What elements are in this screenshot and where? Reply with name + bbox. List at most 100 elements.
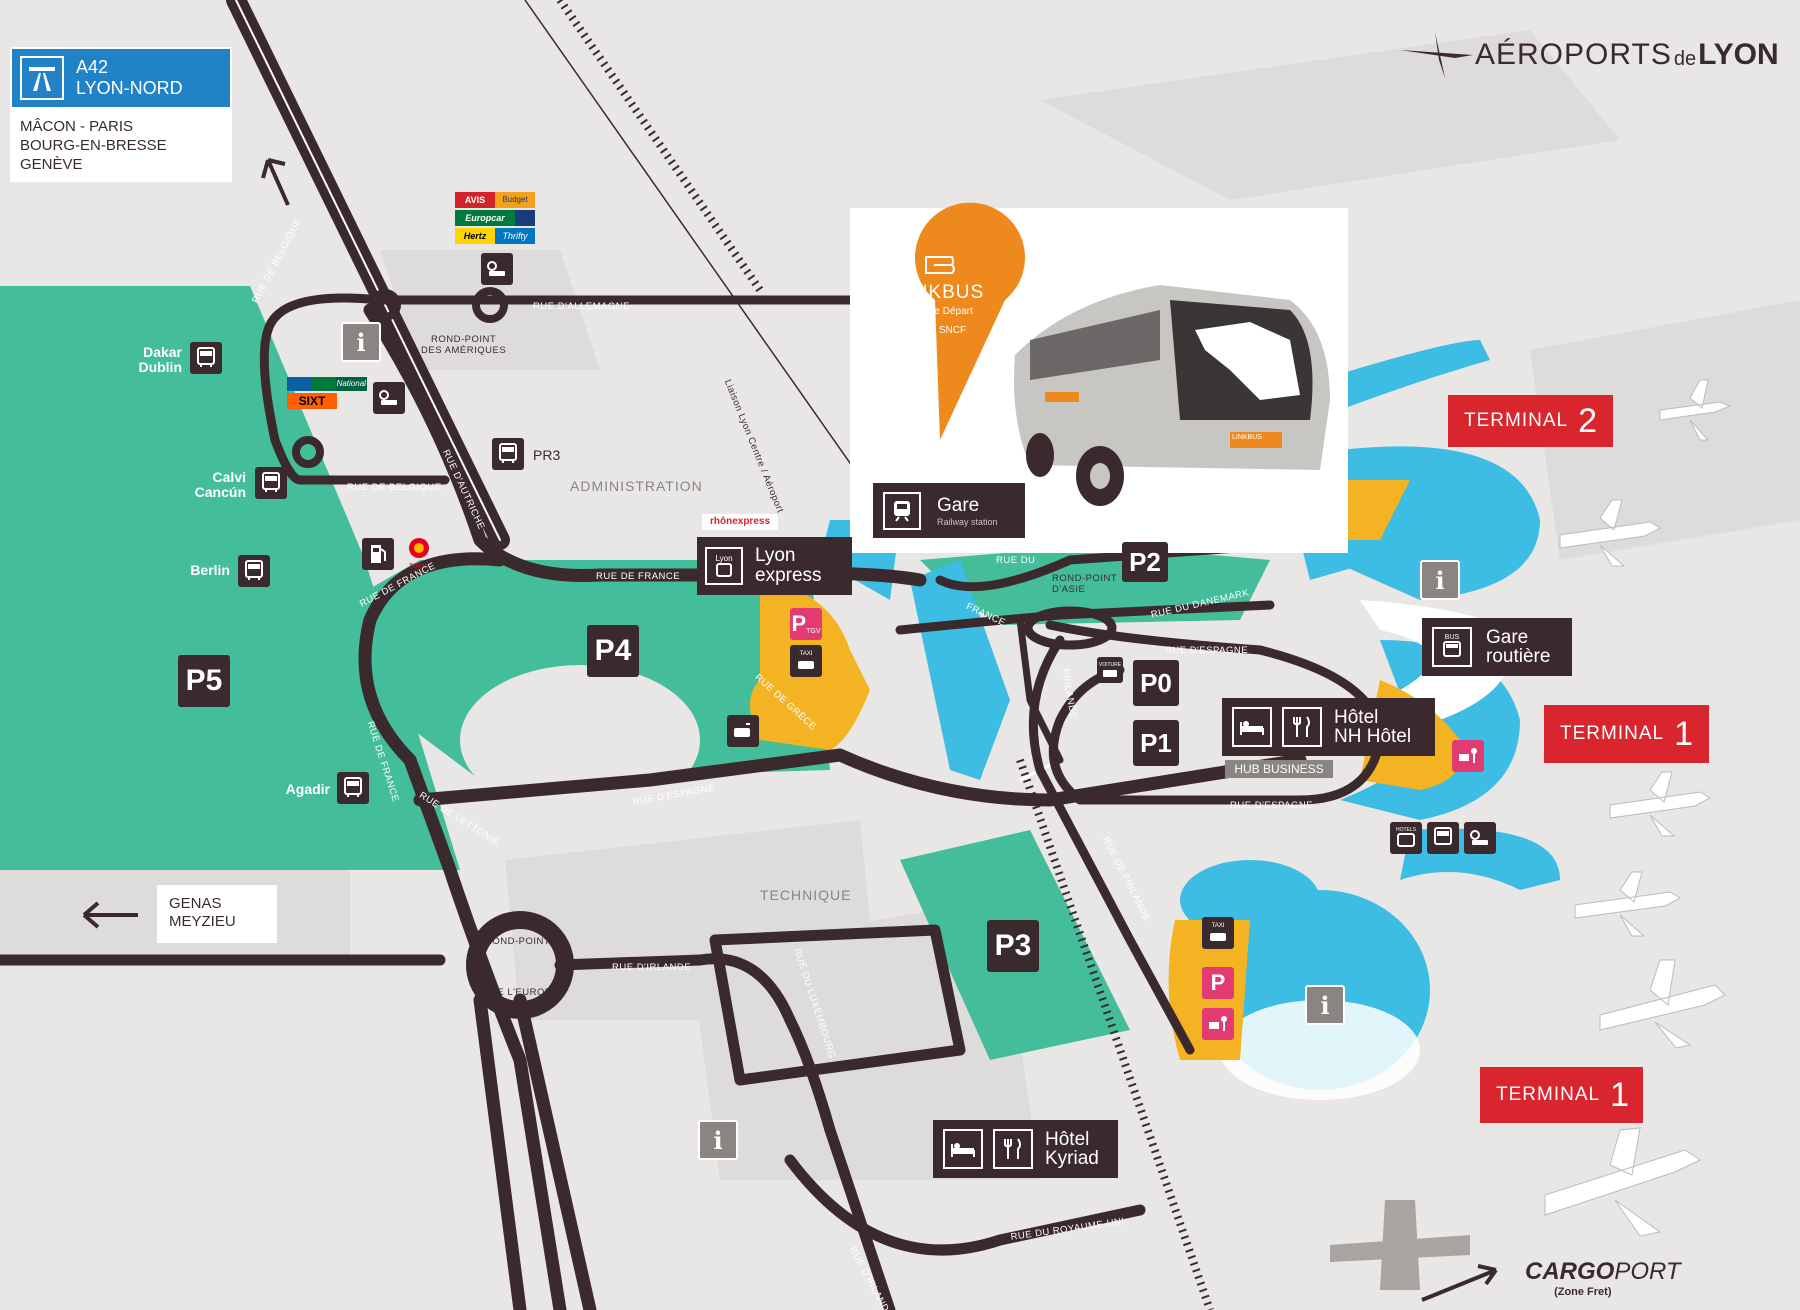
taxi-label: TAXI bbox=[1211, 923, 1225, 929]
bus-icon[interactable] bbox=[337, 772, 369, 804]
linkbus-brand: LINKBUS bbox=[895, 282, 985, 303]
national-logo: National bbox=[335, 377, 368, 391]
voiture-label: VOITURE bbox=[1098, 662, 1122, 668]
cargoport-label: CARGOPORT (Zone Fret) bbox=[1525, 1258, 1681, 1298]
airport-logo-icon bbox=[1400, 32, 1473, 78]
car-key-icon[interactable] bbox=[373, 382, 405, 414]
bus-stop-label: Dakar Dublin bbox=[138, 344, 182, 375]
bus-icon[interactable] bbox=[190, 342, 222, 374]
tram-icon: Lyon bbox=[705, 547, 743, 585]
bus-icon[interactable] bbox=[255, 467, 287, 499]
bus-stop-label: Agadir bbox=[285, 781, 330, 797]
hotel-kyriad-callout[interactable]: Hôtel Kyriad bbox=[933, 1120, 1118, 1178]
brand-logo: AÉROPORTS de LYON bbox=[1395, 30, 1779, 80]
bus-icon[interactable] bbox=[238, 555, 270, 587]
info-icon[interactable]: i bbox=[698, 1120, 738, 1160]
pr3-label: PR3 bbox=[533, 447, 561, 463]
zone-technique: TECHNIQUE bbox=[760, 887, 852, 903]
restaurant-icon bbox=[993, 1129, 1033, 1169]
dropoff-t1-icon[interactable] bbox=[1202, 1008, 1234, 1040]
destination: BOURG-EN-BRESSE bbox=[20, 137, 167, 154]
sixt-logo: SIXT bbox=[287, 393, 337, 409]
fuel-pump-icon[interactable] bbox=[362, 538, 394, 570]
road-label: RUE D'ALLEMAGNE bbox=[533, 301, 630, 312]
taxi-icon[interactable]: TAXI bbox=[790, 645, 822, 677]
hotel-nh-line2: NH Hôtel bbox=[1334, 726, 1412, 747]
hotel-kyriad-line1: Hôtel bbox=[1045, 1129, 1090, 1150]
parking-p1[interactable]: P1 bbox=[1133, 720, 1179, 766]
total-logo: TOTAL bbox=[402, 537, 436, 570]
genas-line1: GENAS bbox=[169, 895, 222, 912]
destination: MÂCON - PARIS bbox=[20, 118, 134, 135]
hotels-shuttle-icon[interactable]: HOTELS bbox=[1390, 822, 1422, 854]
brand-city: LYON bbox=[1698, 38, 1779, 71]
gare-routiere-callout[interactable]: BUS Gare routière bbox=[1422, 618, 1572, 676]
restaurant-icon bbox=[1282, 707, 1322, 747]
ev-charging-icon[interactable] bbox=[727, 715, 759, 747]
parking-p2[interactable]: P2 bbox=[1122, 542, 1168, 582]
parking-t1-icon[interactable]: P bbox=[1202, 967, 1234, 999]
bus-icon[interactable] bbox=[1427, 822, 1459, 854]
thrifty-logo: Thrifty bbox=[495, 228, 535, 244]
cargoport-bold: CARGO bbox=[1525, 1258, 1615, 1285]
info-icon[interactable]: i bbox=[1305, 985, 1345, 1025]
gare-routiere-line2: routière bbox=[1486, 646, 1551, 667]
parking-p5-area bbox=[0, 286, 460, 870]
avis-logo: AVIS bbox=[455, 192, 495, 208]
road-label: RUE DE BELGIQUE bbox=[347, 482, 442, 493]
highway-route: A42 bbox=[76, 57, 109, 77]
road-label: ROND-POINT bbox=[485, 936, 551, 947]
car-key-icon[interactable] bbox=[1464, 822, 1496, 854]
hotel-nh-line1: Hôtel bbox=[1334, 707, 1379, 728]
gare-callout[interactable]: Gare Railway station bbox=[873, 483, 1025, 538]
car-voiture-icon[interactable]: VOITURE bbox=[1097, 657, 1123, 683]
hotel-nh-callout[interactable]: Hôtel NH Hôtel bbox=[1222, 698, 1435, 756]
terminal-label: TERMINAL bbox=[1464, 410, 1569, 431]
planes-grey bbox=[1330, 1200, 1470, 1290]
genas-line2: MEYZIEU bbox=[169, 913, 236, 930]
parking-p5[interactable]: P5 bbox=[178, 655, 230, 707]
arrow-up-left-icon bbox=[261, 158, 290, 206]
bus-icon[interactable] bbox=[492, 438, 524, 470]
hotels-label: HOTELS bbox=[1395, 827, 1416, 833]
lyon-express-line2: express bbox=[755, 565, 822, 586]
linkbus-line1: Lieu de Départ bbox=[907, 306, 973, 317]
road-label: RUE DE FRANCE bbox=[596, 571, 681, 582]
info-icon[interactable]: i bbox=[1420, 560, 1460, 600]
arrow-left-icon bbox=[82, 901, 138, 929]
highway-name: LYON-NORD bbox=[76, 78, 183, 98]
dropoff-t1-icon[interactable] bbox=[1452, 740, 1484, 772]
highway-sign: A42 LYON-NORD MÂCON - PARIS BOURG-EN-BRE… bbox=[10, 47, 232, 182]
terminal-number: 2 bbox=[1578, 401, 1598, 440]
cargoport-light: PORT bbox=[1614, 1258, 1681, 1285]
road-label: ROND-POINT DES AMÉRIQUES bbox=[421, 334, 507, 356]
parking-p0[interactable]: P0 bbox=[1133, 660, 1179, 706]
tram-icon-text: Lyon bbox=[715, 553, 733, 563]
terminal-label: TERMINAL bbox=[1496, 1084, 1601, 1105]
rental-logos-left: National SIXT bbox=[287, 377, 368, 409]
lyon-express-callout[interactable]: Lyon Lyon express bbox=[697, 537, 852, 595]
road-label: RUE DU bbox=[996, 555, 1036, 566]
info-icon[interactable]: i bbox=[341, 322, 381, 362]
europcar-logo: Europcar bbox=[455, 210, 515, 226]
hertz-logo: Hertz bbox=[455, 228, 495, 244]
destination: GENÈVE bbox=[20, 156, 83, 173]
bus-stop-label: Calvi Cancún bbox=[194, 469, 246, 500]
parking-p3[interactable]: P3 bbox=[987, 920, 1039, 972]
car-key-icon[interactable] bbox=[481, 253, 513, 285]
taxi-label: TAXI bbox=[799, 651, 813, 657]
parking-p4[interactable]: P4 bbox=[587, 625, 639, 677]
roads bbox=[0, 0, 1385, 1310]
planes bbox=[1544, 379, 1732, 1237]
arrow-right-icon bbox=[1421, 1264, 1498, 1302]
linkbus-line2: Gare SNCF bbox=[913, 325, 967, 336]
taxi-icon[interactable]: TAXI bbox=[1202, 917, 1234, 949]
gare-title: Gare bbox=[937, 494, 980, 516]
terminal-2-badge[interactable]: TERMINAL 2 bbox=[1448, 395, 1613, 447]
terminal-number: 1 bbox=[1674, 714, 1694, 753]
motorway-icon bbox=[20, 56, 64, 100]
